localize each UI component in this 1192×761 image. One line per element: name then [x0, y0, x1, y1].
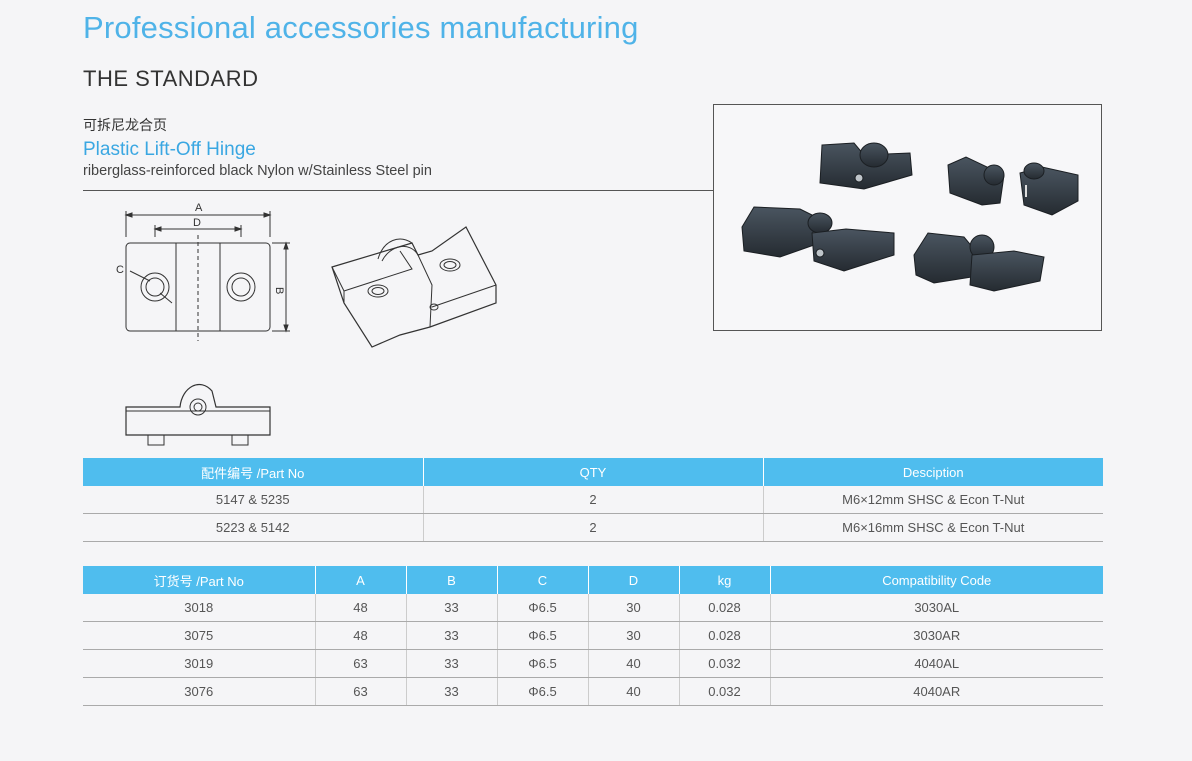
col-header-description: Desciption: [763, 458, 1103, 486]
table-cell: 63: [315, 649, 407, 678]
table-cell: 0.032: [679, 677, 771, 706]
label-a: A: [195, 202, 203, 214]
table-cell: M6×12mm SHSC & Econ T-Nut: [763, 486, 1103, 514]
col-header-kg: kg: [679, 566, 771, 594]
table-cell: 48: [315, 594, 407, 622]
accessories-table: 配件编号 /Part No QTY Desciption 5147 & 5235…: [83, 458, 1103, 542]
product-name-en: Plastic Lift-Off Hinge: [83, 139, 256, 160]
table-header-row: 配件编号 /Part No QTY Desciption: [83, 458, 1103, 486]
table-cell: 48: [315, 621, 407, 650]
table-cell: 2: [423, 486, 764, 514]
table-cell: 3076: [83, 677, 316, 706]
table-cell: 3075: [83, 621, 316, 650]
table-cell: 5223 & 5142: [83, 513, 424, 542]
col-header-compatibility: Compatibility Code: [770, 566, 1103, 594]
table-cell: 33: [406, 649, 498, 678]
table-cell: 33: [406, 621, 498, 650]
table-cell: 30: [588, 621, 680, 650]
label-d: D: [193, 217, 201, 229]
table-cell: Φ6.5: [497, 677, 589, 706]
col-header-b: B: [406, 566, 498, 594]
table-cell: 2: [423, 513, 764, 542]
table-cell: 4040AL: [770, 649, 1103, 678]
table-cell: 40: [588, 649, 680, 678]
label-c: C: [116, 264, 124, 276]
table-cell: 3019: [83, 649, 316, 678]
table-cell: 4040AR: [770, 677, 1103, 706]
technical-drawing: A D C B: [116, 202, 497, 446]
table-row: 3075 48 33 Φ6.5 30 0.028 3030AR: [83, 621, 1103, 650]
table-cell: 0.032: [679, 649, 771, 678]
table-cell: 40: [588, 677, 680, 706]
col-header-a: A: [315, 566, 407, 594]
table-cell: Φ6.5: [497, 649, 589, 678]
ordering-table: 订货号 /Part No A B C D kg Compatibility Co…: [83, 566, 1103, 706]
label-b: B: [273, 287, 285, 294]
table-cell: 33: [406, 677, 498, 706]
page-title: Professional accessories manufacturing: [83, 10, 639, 45]
table-cell: Φ6.5: [497, 594, 589, 622]
table-row: 5223 & 5142 2 M6×16mm SHSC & Econ T-Nut: [83, 513, 1103, 542]
table-cell: 0.028: [679, 594, 771, 622]
col-header-part-no: 配件编号 /Part No: [83, 458, 424, 486]
section-title: THE STANDARD: [83, 66, 259, 91]
table-cell: 0.028: [679, 621, 771, 650]
table-row: 5147 & 5235 2 M6×12mm SHSC & Econ T-Nut: [83, 486, 1103, 514]
table-cell: 3030AR: [770, 621, 1103, 650]
table-cell: M6×16mm SHSC & Econ T-Nut: [763, 513, 1103, 542]
col-header-qty: QTY: [423, 458, 764, 486]
table-cell: 30: [588, 594, 680, 622]
table-cell: 3018: [83, 594, 316, 622]
divider: [83, 190, 715, 191]
table-row: 3018 48 33 Φ6.5 30 0.028 3030AL: [83, 594, 1103, 622]
col-header-d: D: [588, 566, 680, 594]
product-name-cn: 可拆尼龙合页: [83, 118, 167, 134]
table-cell: 5147 & 5235: [83, 486, 424, 514]
table-cell: 63: [315, 677, 407, 706]
table-cell: 33: [406, 594, 498, 622]
table-cell: Φ6.5: [497, 621, 589, 650]
table-cell: 3030AL: [770, 594, 1103, 622]
table-row: 3076 63 33 Φ6.5 40 0.032 4040AR: [83, 677, 1103, 706]
product-photo: [713, 104, 1102, 331]
table-row: 3019 63 33 Φ6.5 40 0.032 4040AL: [83, 649, 1103, 678]
product-description: riberglass-reinforced black Nylon w/Stai…: [83, 163, 432, 179]
table-header-row: 订货号 /Part No A B C D kg Compatibility Co…: [83, 566, 1103, 594]
col-header-part-no: 订货号 /Part No: [83, 566, 316, 594]
col-header-c: C: [497, 566, 589, 594]
